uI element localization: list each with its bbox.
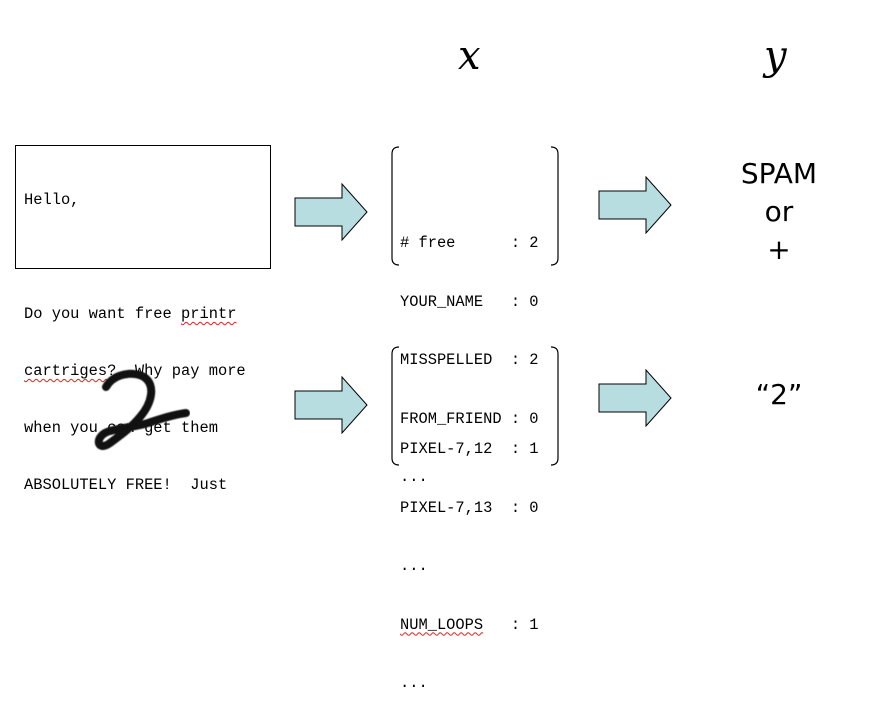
feature-value: : 1 <box>483 615 539 634</box>
misspelled-word: NUM_LOOPS <box>400 615 484 634</box>
email-text-box: Hello, Do you want free printr cartriges… <box>15 145 271 494</box>
feature-line: PIXEL-7,13 : 0 <box>400 498 539 517</box>
feature-line: ... <box>400 468 428 486</box>
feature-line: NUM_LOOPS : 1 <box>400 616 560 636</box>
left-bracket-icon <box>391 346 400 466</box>
misspelled-word: printr <box>181 305 237 323</box>
feature-line: ... <box>400 557 428 575</box>
email-line: Do you want free printr <box>24 305 262 324</box>
email-text: Do you want free <box>24 305 182 323</box>
spam-label-line: + <box>767 233 791 266</box>
email-line: ABSOLUTELY FREE! Just <box>24 476 228 494</box>
handwritten-digit-image <box>94 369 190 450</box>
spam-feature-vector: # free : 2 YOUR_NAME : 0 MISSPELLED : 2 … <box>390 146 560 486</box>
x-column-header: x <box>458 33 481 79</box>
feature-line: YOUR_NAME : 0 <box>400 292 539 311</box>
misspelled-word: cartriges <box>24 362 108 380</box>
digit-feature-vector: PIXEL-7,12 : 1 PIXEL-7,13 : 0 ... NUM_LO… <box>390 346 560 692</box>
feature-line: FROM_FRIEND : 0 <box>400 409 539 428</box>
spam-label-line: SPAM <box>740 157 818 190</box>
spam-label: SPAM or + <box>720 155 838 269</box>
feature-line: # free : 2 <box>400 234 539 252</box>
email-line <box>24 248 262 267</box>
email-line: Hello, <box>24 191 80 209</box>
spam-label-line: or <box>764 195 794 228</box>
right-arrow-icon <box>598 176 672 234</box>
right-arrow-icon <box>294 183 368 241</box>
digit-label: “2” <box>755 378 803 411</box>
right-arrow-icon <box>598 369 672 427</box>
feature-line: ... <box>400 674 428 692</box>
right-bracket-icon <box>550 346 559 466</box>
right-bracket-icon <box>550 146 559 266</box>
feature-line: MISSPELLED : 2 <box>400 351 539 369</box>
y-column-header: y <box>764 33 787 79</box>
feature-line: PIXEL-7,12 : 1 <box>400 440 539 458</box>
right-arrow-icon <box>294 376 368 434</box>
left-bracket-icon <box>391 146 400 266</box>
